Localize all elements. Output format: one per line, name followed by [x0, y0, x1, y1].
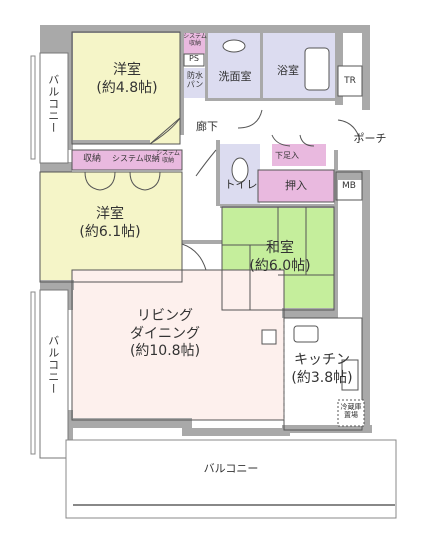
system-storage-2-label: システム 収納	[154, 150, 182, 164]
walls	[40, 25, 372, 440]
tr-box	[337, 65, 363, 97]
balcony-west-upper-label: バルコニー	[46, 74, 60, 134]
system-storage-1-fill	[112, 150, 154, 170]
oshiire-fill	[258, 170, 334, 202]
western-room-south-label: 洋室 (約6.1帖)	[60, 206, 160, 241]
kitchen-name: キッチン	[294, 352, 350, 368]
shoe-box-fill	[272, 144, 326, 166]
top-system-storage-line2: 収納	[188, 39, 201, 47]
balcony-south-outline	[65, 439, 397, 519]
living-room-label: リビング ダイニング (約10.8帖)	[110, 308, 220, 361]
washbasin-icon	[222, 39, 246, 53]
closet-west-fill	[72, 150, 112, 170]
waterproof-pan-line1: 防水	[187, 71, 203, 80]
tatami-lines	[222, 207, 334, 310]
system-storage-2-line2: 収納	[161, 156, 174, 164]
living-room-fill	[72, 270, 284, 420]
waterproof-pan-line2: パン	[186, 79, 204, 89]
waterproof-pan-label: 防水 パン	[182, 71, 208, 90]
system-storage-1-label: システム収納	[112, 154, 160, 163]
door-swings	[84, 109, 361, 271]
top-system-storage-fill	[182, 32, 208, 54]
western-room-north-label: 洋室 (約4.8帖)	[86, 62, 168, 97]
mb-label: MB	[342, 181, 356, 191]
tr-label: TR	[344, 76, 356, 86]
balcony-west-lower-rail	[30, 291, 36, 455]
japanese-room-label: 和室 (約6.0帖)	[240, 240, 320, 275]
living-room-area: (約10.8帖)	[129, 343, 201, 359]
porch-label: ポーチ	[353, 132, 387, 145]
living-room-line2: ダイニング	[130, 325, 200, 342]
toilet-icon	[231, 157, 249, 183]
living-room-line1: リビング	[137, 308, 193, 324]
bathtub-icon	[304, 47, 330, 91]
room-outlines	[39, 31, 363, 431]
western-room-north-fill	[72, 32, 180, 144]
western-room-south-name: 洋室	[96, 206, 124, 222]
system-storage-2-fill	[154, 150, 182, 170]
column-box	[261, 329, 277, 345]
ps-box	[183, 53, 205, 67]
balcony-west-lower-label: バルコニー	[46, 335, 60, 395]
system-storage-2-line1: システム	[156, 150, 180, 157]
bathroom-label: 浴室	[277, 64, 299, 77]
fridge-space-outline	[337, 399, 365, 427]
fridge-space-line2: 置場	[344, 410, 358, 419]
stove-icon	[341, 359, 359, 391]
japanese-room-area: (約6.0帖)	[249, 257, 311, 274]
ps-label: PS	[189, 54, 199, 63]
shoe-box-label: 下足入	[275, 151, 299, 160]
balcony-west-lower-outline	[39, 289, 69, 459]
western-room-south-area: (約6.1帖)	[79, 223, 141, 240]
fridge-space-line1: 冷蔵庫	[340, 403, 362, 411]
western-room-south-fill	[40, 172, 182, 282]
japanese-room-name: 和室	[266, 240, 294, 256]
kitchen-area: (約3.8帖)	[291, 369, 353, 386]
top-system-storage-label: システム 収納	[182, 33, 208, 47]
balcony-south-label: バルコニー	[203, 462, 259, 475]
western-room-north-area: (約4.8帖)	[96, 79, 158, 96]
fridge-space-label: 冷蔵庫 置場	[338, 403, 364, 419]
sink-icon	[293, 325, 319, 343]
oshiire-label: 押入	[285, 179, 307, 192]
hallway-label: 廊下	[196, 120, 218, 133]
closet-west-label: 収納	[82, 154, 101, 164]
washroom-label: 洗面室	[218, 70, 252, 83]
toilet-label: トイレ	[224, 178, 258, 191]
kitchen-label: キッチン (約3.8帖)	[284, 352, 360, 387]
waterproof-pan-fill	[182, 68, 208, 98]
balcony-west-upper-rail	[30, 55, 36, 160]
balcony-west-upper-outline	[39, 52, 69, 164]
western-room-north-name: 洋室	[113, 62, 141, 78]
top-system-storage-line1: システム	[183, 33, 207, 40]
